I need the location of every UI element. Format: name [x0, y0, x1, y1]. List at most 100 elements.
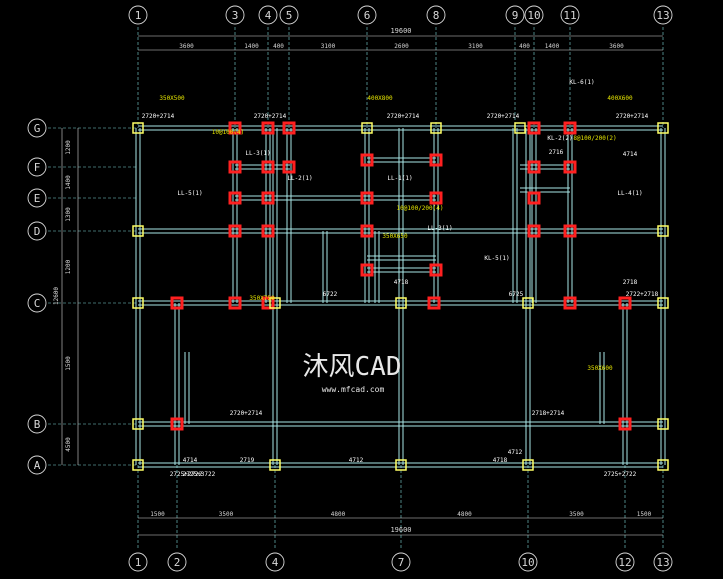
grid-bubble-top-label: 6 — [364, 9, 371, 22]
shear-wall-mark — [360, 263, 374, 277]
dimension-total-left: 12600 — [53, 287, 60, 305]
grid-bubble-top-circle — [357, 5, 377, 25]
dimension-segment-top: 3600 — [179, 43, 194, 50]
grid-bubble-left-circle — [27, 455, 47, 475]
column-mark — [395, 459, 407, 471]
shear-wall-mark — [282, 160, 296, 174]
shear-wall-mark — [527, 224, 541, 238]
dimension-segment-bottom: 4800 — [457, 511, 472, 518]
beam-annotation: 2719 — [240, 457, 255, 464]
dimension-segment-left: 1300 — [65, 207, 72, 222]
beam-annotation: 2720+2714 — [142, 113, 175, 120]
shear-wall-mark — [261, 121, 275, 135]
beam-annotation: LL-3(1) — [427, 225, 452, 232]
grid-bubble-top-circle — [426, 5, 446, 25]
watermark-url: www.mfcad.com — [322, 385, 385, 394]
beam-annotation: 350X600 — [587, 365, 613, 372]
shear-wall-mark — [170, 296, 184, 310]
grid-bubble-bottom-label: 13 — [656, 556, 669, 569]
grid-bubble-left-circle — [27, 188, 47, 208]
grid-bubble-top-label: 10 — [527, 9, 540, 22]
dimension-segment-bottom: 3500 — [219, 511, 234, 518]
beam-annotation: 6722 — [323, 291, 338, 298]
column-mark — [514, 122, 526, 134]
watermark-logo-text: 沐风CAD — [303, 352, 402, 382]
grid-bubble-left-label: G — [34, 122, 41, 135]
shear-wall-mark — [228, 121, 242, 135]
dimension-segment-top: 3100 — [468, 43, 483, 50]
shear-wall-mark — [360, 153, 374, 167]
shear-wall-mark — [429, 263, 443, 277]
grid-bubble-top-label: 4 — [265, 9, 272, 22]
grid-bubble-bottom-circle — [615, 552, 635, 572]
shear-wall-mark — [261, 296, 275, 310]
beam-annotation: 350X750 — [249, 295, 275, 302]
grid-bubble-top-circle — [560, 5, 580, 25]
grid-bubble-bottom-label: 2 — [174, 556, 181, 569]
dimension-segment-bottom: 1500 — [637, 511, 652, 518]
dimension-segment-bottom: 3500 — [569, 511, 584, 518]
beam-annotation: 2725+2722 — [170, 471, 203, 478]
beam-annotation: 6725 — [509, 291, 524, 298]
column-mark — [269, 297, 281, 309]
grid-bubble-bottom-label: 1 — [135, 556, 142, 569]
beam-annotation: 2720+2714 — [254, 113, 287, 120]
shear-wall-mark — [228, 224, 242, 238]
beam-annotation: 4712 — [349, 457, 364, 464]
shear-wall-mark — [261, 160, 275, 174]
beam-annotation: 2716 — [549, 149, 564, 156]
beam-annotation: KL-5(1) — [484, 255, 509, 262]
grid-bubble-bottom-label: 10 — [521, 556, 534, 569]
shear-wall-mark — [563, 296, 577, 310]
beam-annotation: LL-5(1) — [177, 190, 202, 197]
column-mark — [395, 297, 407, 309]
grid-bubble-top-circle — [653, 5, 673, 25]
dimension-segment-top: 2600 — [394, 43, 409, 50]
shear-wall-mark — [261, 224, 275, 238]
grid-bubble-top-label: 11 — [563, 9, 576, 22]
beam-annotation: 2720+2714 — [616, 113, 649, 120]
beam-annotation: 350X650 — [382, 233, 408, 240]
column-mark — [430, 122, 442, 134]
beam-annotation: 2718+2714 — [532, 410, 565, 417]
dimension-segment-left: 1200 — [65, 140, 72, 155]
grid-bubble-left-label: E — [34, 192, 41, 205]
shear-wall-mark — [282, 121, 296, 135]
dimension-segment-top: 3600 — [609, 43, 624, 50]
grid-bubble-top-circle — [258, 5, 278, 25]
shear-wall-mark — [228, 160, 242, 174]
beam-annotation: 2725+2722 — [604, 471, 637, 478]
grid-bubble-bottom-circle — [265, 552, 285, 572]
shear-wall-mark — [360, 224, 374, 238]
grid-bubble-top-label: 3 — [232, 9, 239, 22]
beam-annotation: 4718 — [394, 279, 409, 286]
dimension-segment-left: 4500 — [65, 437, 72, 452]
grid-bubble-left-circle — [27, 157, 47, 177]
shear-wall-mark — [563, 160, 577, 174]
grid-bubble-top-circle — [505, 5, 525, 25]
column-mark — [132, 122, 144, 134]
dimension-segment-left: 1400 — [65, 175, 72, 190]
dimension-segment-left: 1500 — [65, 356, 72, 371]
dimension-segment-left: 1200 — [65, 259, 72, 274]
shear-wall-mark — [563, 121, 577, 135]
grid-bubble-left-circle — [27, 118, 47, 138]
beam-annotation: LL-3(1) — [245, 150, 270, 157]
grid-bubble-bottom-circle — [167, 552, 187, 572]
column-mark — [522, 297, 534, 309]
grid-bubble-left-label: B — [34, 418, 41, 431]
dimension-segment-top: 400 — [519, 43, 530, 50]
beam-annotation: LL-2(1) — [287, 175, 312, 182]
beam-annotation: 10@100/200(4) — [397, 205, 444, 212]
grid-bubble-left-circle — [27, 414, 47, 434]
column-mark — [132, 225, 144, 237]
shear-wall-mark — [618, 296, 632, 310]
beam-annotation: KL-6(1) — [569, 79, 594, 86]
shear-wall-mark — [228, 191, 242, 205]
grid-bubble-bottom-circle — [391, 552, 411, 572]
beam-annotation: LL-4(1) — [617, 190, 642, 197]
grid-bubble-left-label: A — [34, 459, 41, 472]
shear-wall-mark — [429, 153, 443, 167]
shear-wall-mark — [618, 417, 632, 431]
